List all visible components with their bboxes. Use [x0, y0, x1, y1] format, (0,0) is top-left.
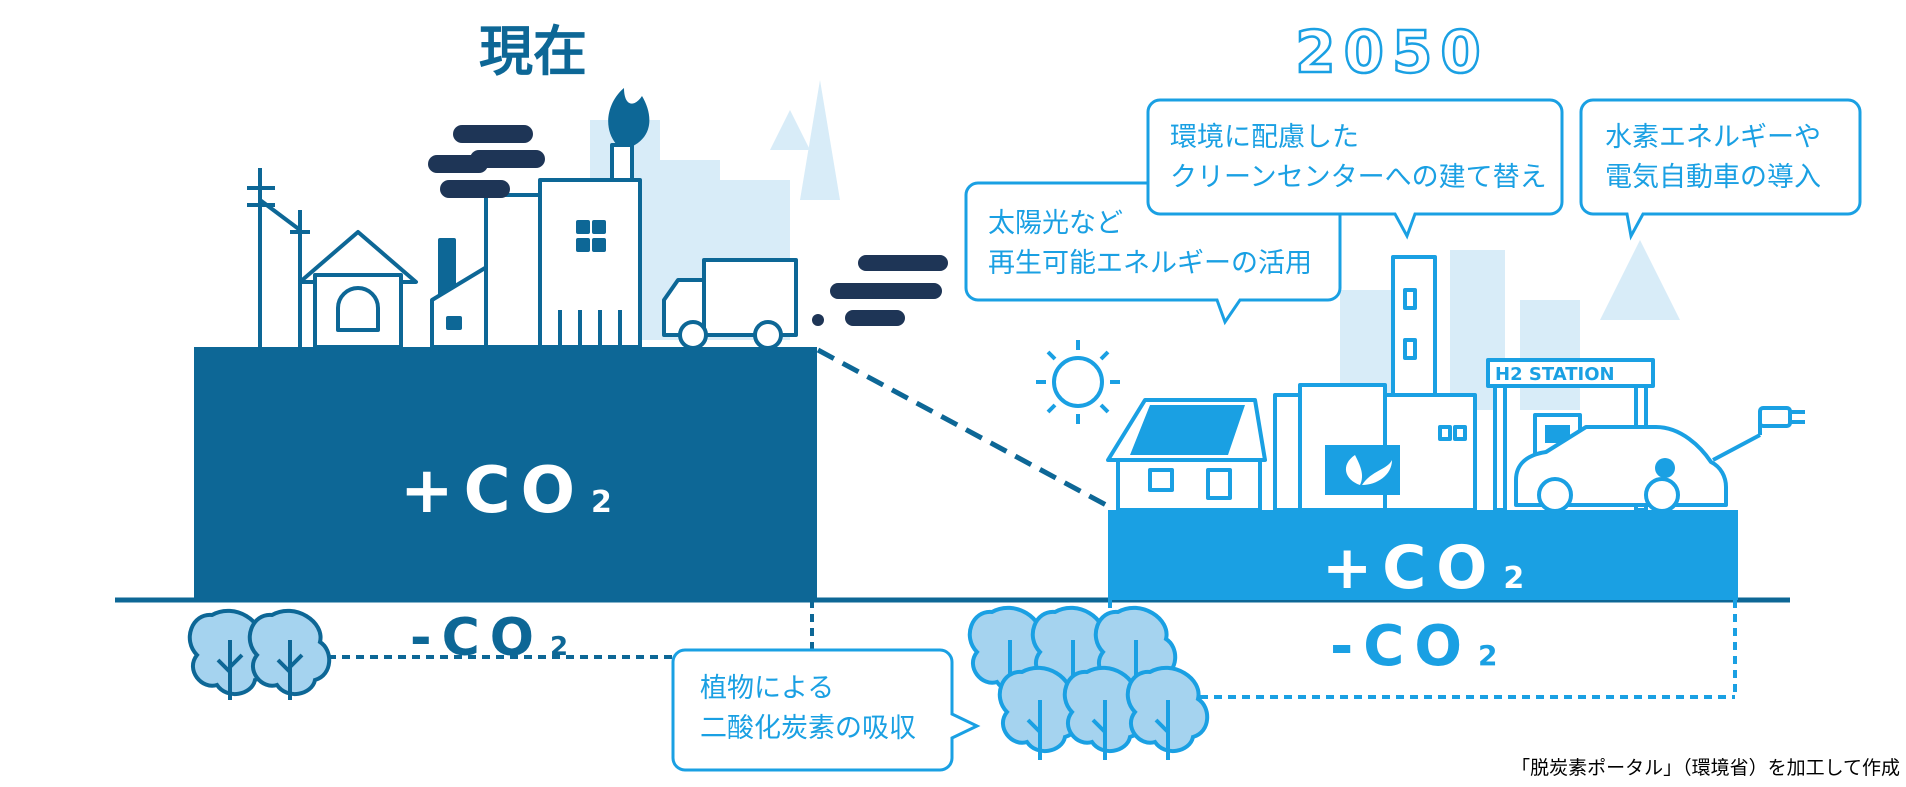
station-sign-label: H2 STATION [1495, 364, 1615, 385]
bubble-hydrogen-line2: 電気自動車の導入 [1605, 162, 1821, 193]
clean-center-icon [1273, 255, 1477, 512]
factory-smoke-cloud [428, 125, 545, 198]
bubble-solar: 太陽光など 再生可能エネルギーの活用 [964, 181, 1342, 326]
tree-icon [1125, 665, 1210, 760]
house-icon [298, 230, 418, 349]
tree-icon [247, 608, 332, 700]
future-plus-co2-block [1108, 510, 1738, 600]
reduction-connector-line [816, 347, 1110, 509]
current-plus-co2-block [194, 347, 817, 600]
factory-icon [430, 178, 642, 349]
bubble-solar-line2: 再生可能エネルギーの活用 [988, 248, 1312, 279]
plug-icon [1758, 406, 1805, 428]
truck-icon [662, 258, 798, 350]
future-trees [967, 605, 1210, 760]
utility-pole-icon [247, 168, 310, 347]
bubble-plants-line1: 植物による [700, 673, 834, 704]
current-trees [187, 608, 332, 700]
future-title: 2050 [1295, 18, 1488, 86]
smoke-clouds [428, 125, 948, 326]
bubble-solar-line1: 太陽光など [988, 208, 1123, 239]
bubble-hydrogen: 水素エネルギーや 電気自動車の導入 [1579, 98, 1862, 241]
future-town-illustration [1036, 255, 1805, 513]
current-title: 現在 [479, 20, 587, 83]
bubble-clean-center-line2: クリーンセンターへの建て替え [1170, 162, 1547, 193]
solar-house-icon [1106, 398, 1267, 512]
sun-icon [1036, 340, 1120, 424]
bubble-clean-center-line1: 環境に配慮した [1170, 122, 1359, 153]
flame-icon [608, 88, 650, 150]
bubble-plants-line2: 二酸化炭素の吸収 [700, 713, 916, 744]
bubble-plants: 植物による 二酸化炭素の吸収 [671, 648, 981, 772]
leaf-icon [1345, 455, 1392, 485]
bubble-clean-center: 環境に配慮した クリーンセンターへの建て替え [1146, 98, 1564, 240]
current-town-illustration [247, 88, 798, 350]
bubble-hydrogen-line1: 水素エネルギーや [1605, 122, 1821, 153]
truck-exhaust-cloud [812, 255, 948, 326]
source-note: 「脱炭素ポータル」（環境省）を加工して作成 [1511, 757, 1900, 779]
